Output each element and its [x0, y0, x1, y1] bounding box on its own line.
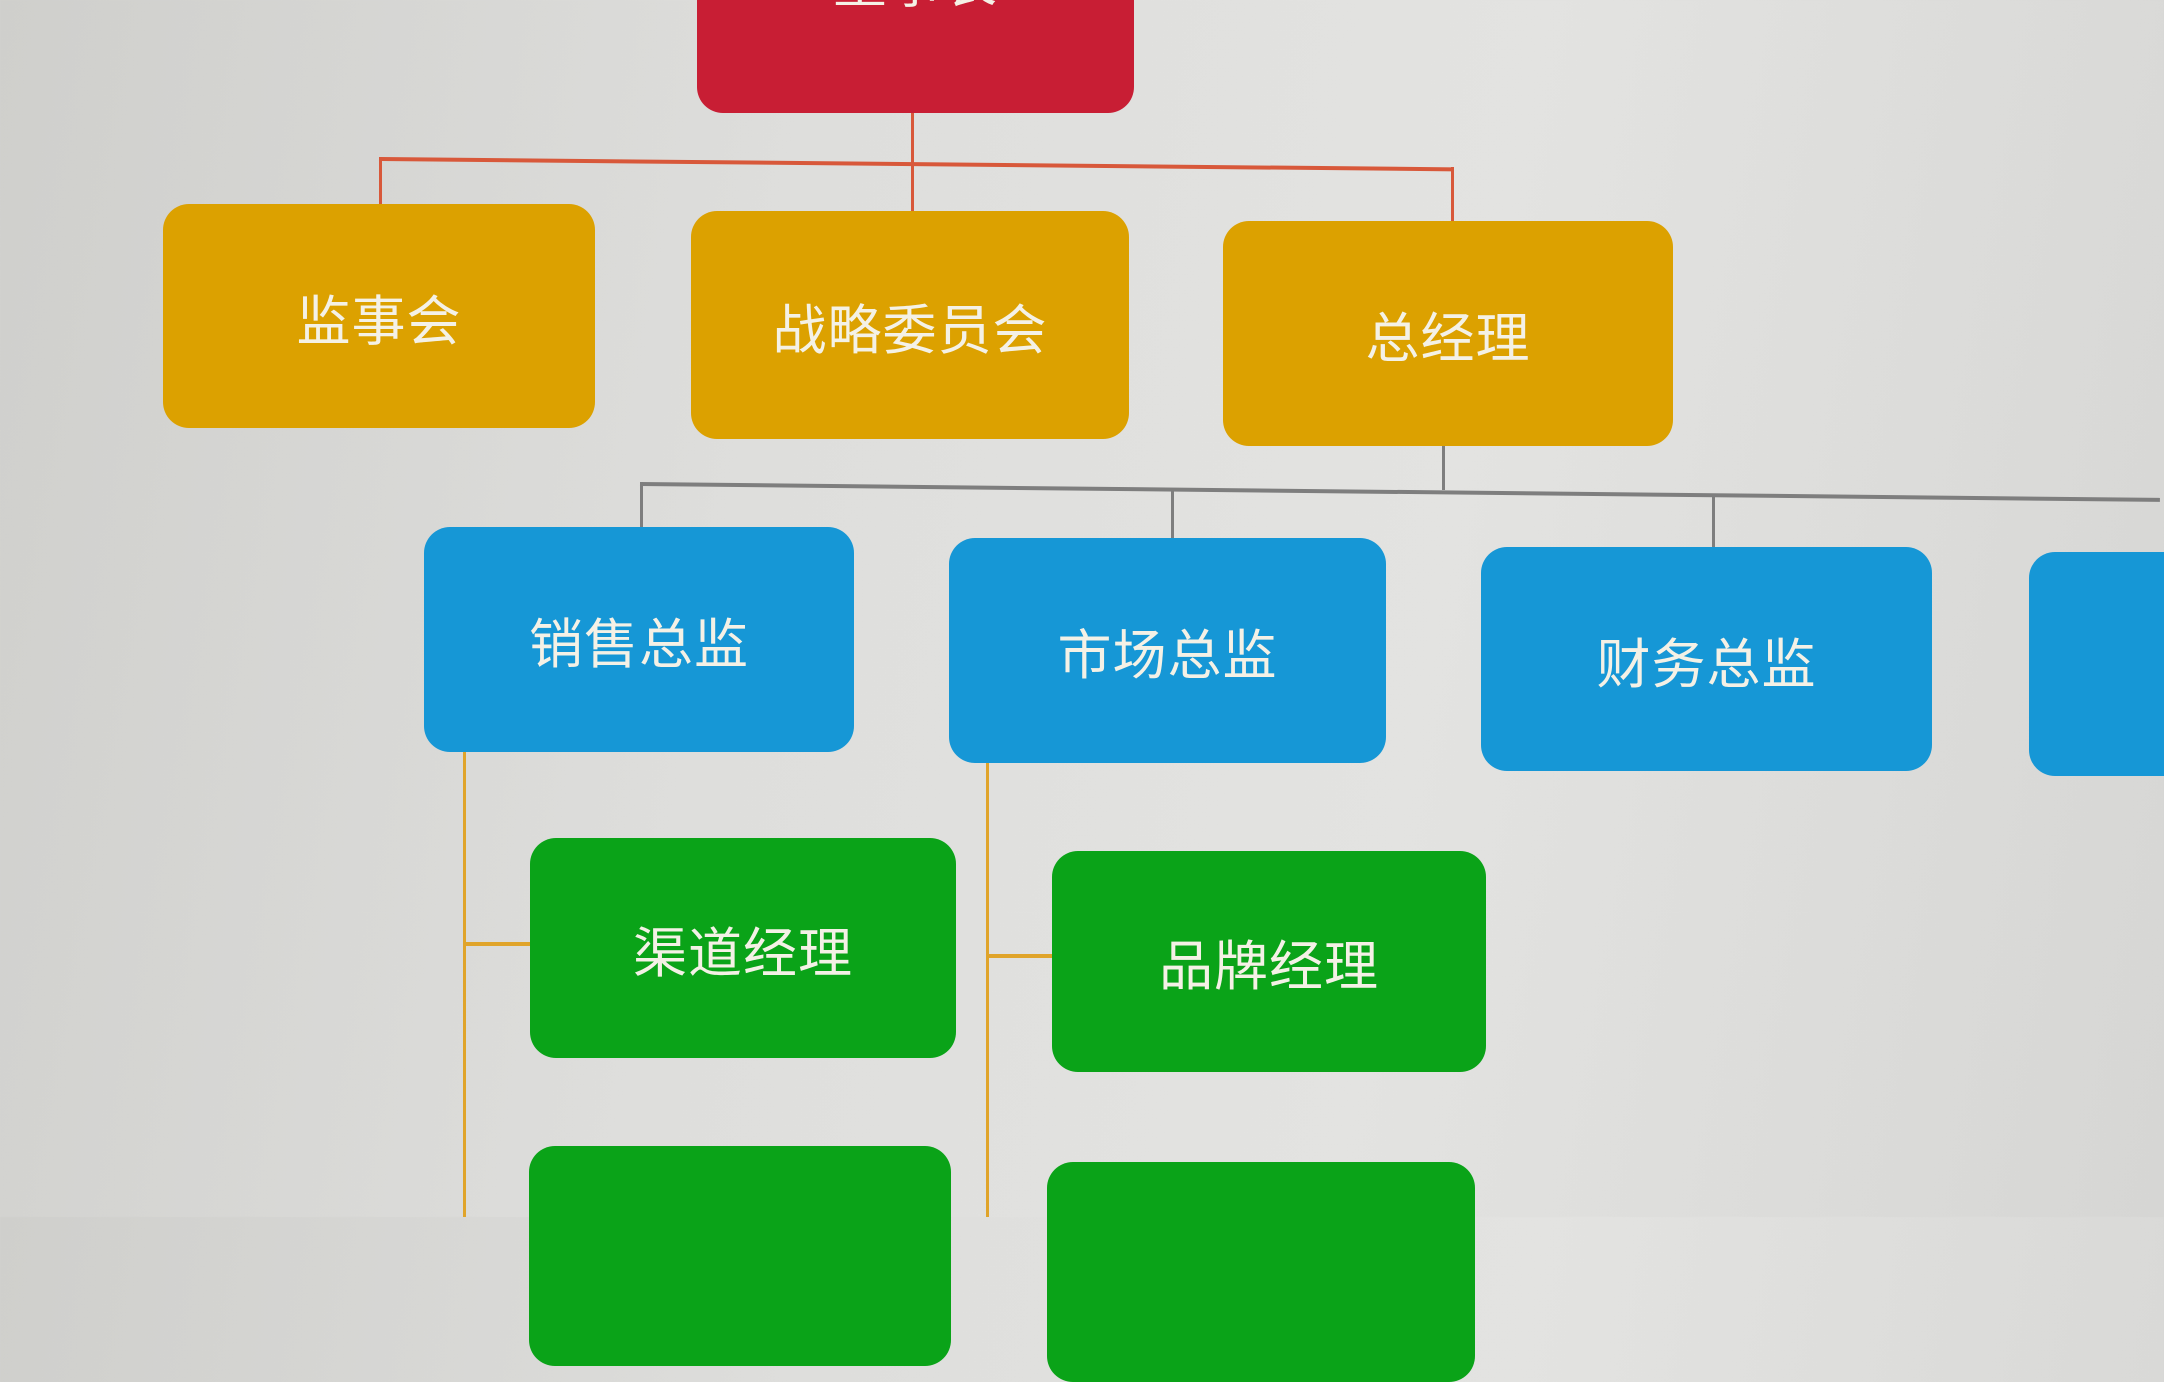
node-general-manager[interactable]: 总经理 [1223, 221, 1673, 446]
connector-sales-vertical [463, 752, 466, 1217]
node-marketing-director[interactable]: 市场总监 [949, 538, 1386, 763]
connector-gm-stem [1442, 446, 1445, 490]
node-label: 董事长 [833, 0, 998, 18]
node-label: 总经理 [1365, 307, 1531, 370]
node-supervisory-board[interactable]: 监事会 [163, 204, 595, 428]
node-sales-director[interactable]: 销售总监 [424, 527, 854, 752]
node-label: 销售总监 [529, 613, 749, 676]
node-label: 市场总监 [1057, 624, 1278, 687]
connector-level3-bar [639, 482, 2160, 502]
node-chairman[interactable]: 董事长 [697, 0, 1134, 113]
node-sales-sub-2[interactable] [529, 1146, 951, 1366]
connector-level2-drop-3 [1451, 167, 1454, 222]
node-finance-director[interactable]: 财务总监 [1481, 547, 1932, 771]
connector-level3-drop-2 [1171, 488, 1174, 538]
node-channel-manager[interactable]: 渠道经理 [530, 838, 956, 1058]
node-label: 监事会 [296, 289, 462, 353]
connector-level3-drop-1 [640, 482, 643, 528]
connector-marketing-branch [986, 954, 1053, 958]
node-label: 渠道经理 [633, 921, 853, 985]
connector-level3-drop-3 [1712, 494, 1715, 547]
connector-level2-bar [378, 157, 1454, 172]
node-brand-manager[interactable]: 品牌经理 [1052, 851, 1486, 1072]
connector-level2-drop-1 [379, 157, 382, 205]
node-marketing-sub-2[interactable] [1047, 1162, 1475, 1382]
node-director-4[interactable] [2029, 552, 2164, 776]
node-label: 战略委员会 [772, 298, 1048, 362]
node-label: 财务总监 [1596, 632, 1817, 696]
connector-sales-branch [463, 942, 531, 946]
node-strategy-committee[interactable]: 战略委员会 [691, 211, 1129, 439]
connector-marketing-vertical [986, 763, 989, 1217]
node-label: 品牌经理 [1159, 935, 1379, 998]
